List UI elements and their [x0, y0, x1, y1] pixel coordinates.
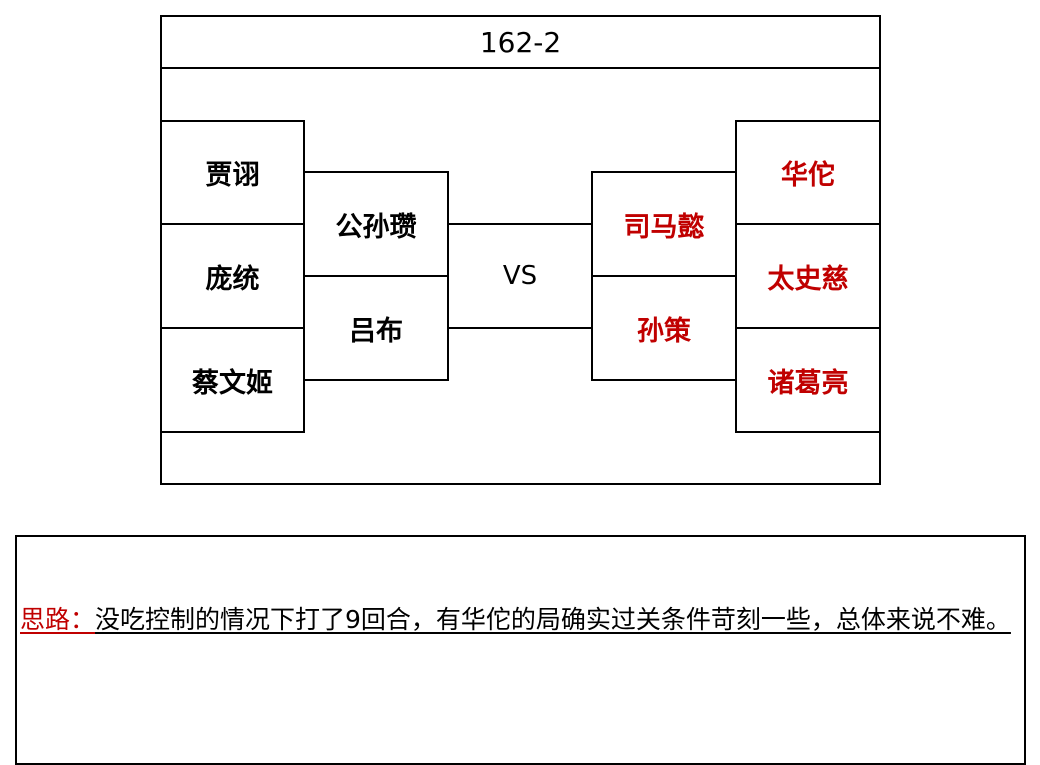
- left-inner-slot-1: 公孙瓒: [303, 171, 449, 277]
- right-inner-slot-1: 司马懿: [591, 171, 737, 277]
- left-outer-slot-3: 蔡文姬: [160, 327, 305, 433]
- connector-top: [448, 223, 593, 225]
- notes-box: [15, 535, 1026, 765]
- vs-label: VS: [502, 261, 538, 291]
- right-inner-slot-2: 孙策: [591, 275, 737, 381]
- left-outer-slot-1: 贾诩: [160, 120, 305, 225]
- right-outer-slot-2: 太史慈: [735, 223, 881, 329]
- connector-bottom: [448, 327, 593, 329]
- notes-body: 没吃控制的情况下打了9回合，有华佗的局确实过关条件苛刻一些，总体来说不难。: [95, 605, 1011, 634]
- left-inner-slot-2: 吕布: [303, 275, 449, 381]
- right-outer-slot-1: 华佗: [735, 120, 881, 225]
- notes-paragraph: 思路：没吃控制的情况下打了9回合，有华佗的局确实过关条件苛刻一些，总体来说不难。: [20, 598, 1020, 642]
- left-outer-slot-2: 庞统: [160, 223, 305, 329]
- right-outer-slot-3: 诸葛亮: [735, 327, 881, 433]
- notes-label: 思路：: [20, 605, 96, 634]
- title-divider: [160, 67, 881, 69]
- diagram-title: 162-2: [479, 25, 562, 59]
